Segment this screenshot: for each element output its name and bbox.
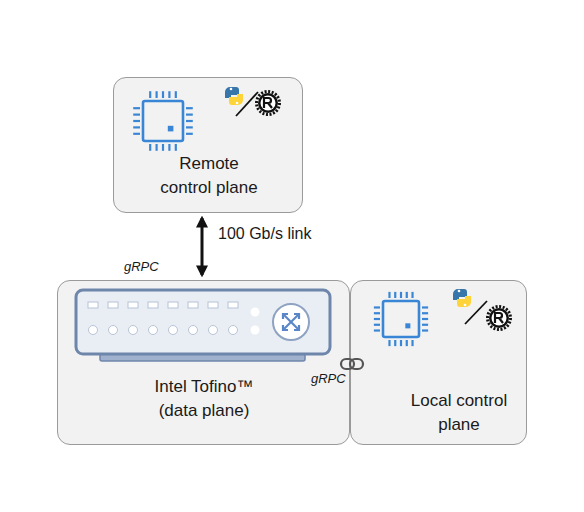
protocol-label: gRPC	[311, 371, 346, 386]
link-label: 100 Gb/s link	[218, 225, 311, 243]
box-title: Remote control plane	[155, 152, 263, 200]
switch-icon	[76, 290, 330, 361]
cpu-icon	[133, 91, 193, 151]
slash	[465, 301, 487, 324]
link-arrow	[201, 218, 204, 275]
box-title: Local control plane	[405, 389, 513, 437]
component-box: Intel Tofino™ (data plane)	[57, 280, 350, 445]
rust-logo	[257, 92, 280, 115]
protocol-label: gRPC	[124, 259, 159, 274]
component-box: Remote control plane	[113, 77, 303, 213]
python-logo	[225, 87, 243, 105]
rust-logo	[488, 307, 511, 330]
slash	[236, 92, 258, 116]
component-box: Local control plane	[350, 280, 527, 445]
link-icon	[341, 359, 363, 369]
python-logo	[453, 289, 471, 307]
cpu-icon	[374, 292, 428, 346]
illustrations	[76, 87, 511, 369]
box-title: Intel Tofino™ (data plane)	[144, 375, 264, 423]
